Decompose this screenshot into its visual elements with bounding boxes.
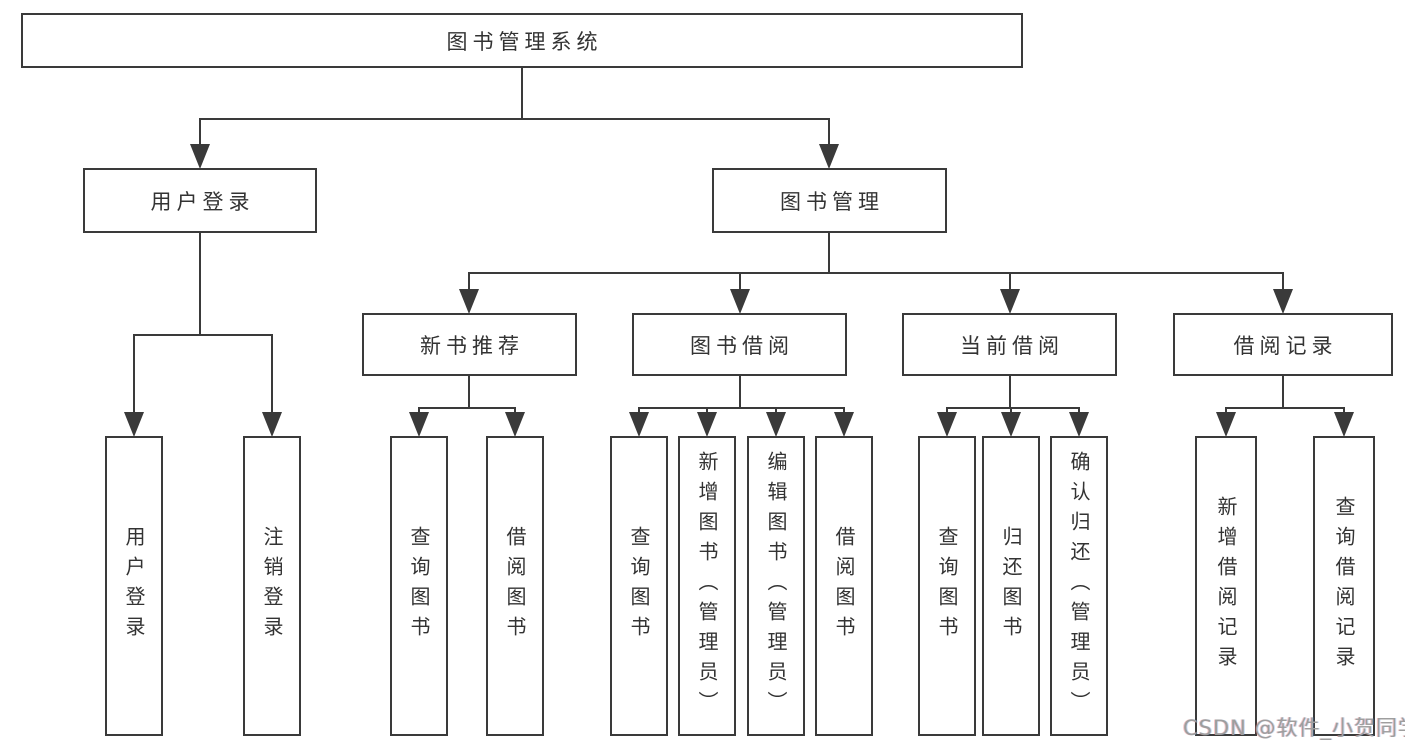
- box-query-borrow-record-label: 查询借阅记录: [1332, 496, 1356, 676]
- connector-line-horizontal: [418, 407, 516, 409]
- connector-line-horizontal: [1225, 407, 1345, 409]
- box-add-borrow-record-label: 新增借阅记录: [1214, 496, 1238, 676]
- box-book-management: 图书管理: [712, 168, 947, 233]
- arrow-down-icon: [697, 412, 717, 437]
- arrow-down-icon: [124, 412, 144, 437]
- box-query-books-current: 查询图书: [918, 436, 976, 736]
- box-new-book-recommend: 新书推荐: [362, 313, 577, 376]
- box-book-management-label: 图书管理: [780, 189, 884, 214]
- arrow-down-icon: [459, 289, 479, 314]
- connector-line-vertical: [271, 335, 273, 432]
- connector-line-horizontal: [468, 272, 1284, 274]
- connector-line-horizontal: [199, 118, 830, 120]
- box-query-books-borrow: 查询图书: [610, 436, 668, 736]
- box-return-book: 归还图书: [982, 436, 1040, 736]
- arrow-down-icon: [1069, 412, 1089, 437]
- box-book-borrow: 图书借阅: [632, 313, 847, 376]
- arrow-down-icon: [730, 289, 750, 314]
- box-confirm-return-admin: 确认归还（管理员）: [1050, 436, 1108, 736]
- watermark: CSDN @软件_小贺同学: [1183, 716, 1405, 740]
- box-add-book-admin-label: 新增图书（管理员）: [695, 451, 719, 721]
- connector-line-vertical: [828, 233, 830, 273]
- connector-line-horizontal: [638, 407, 845, 409]
- arrow-down-icon: [1001, 412, 1021, 437]
- box-book-borrow-label: 图书借阅: [690, 333, 794, 358]
- arrow-down-icon: [262, 412, 282, 437]
- arrow-down-icon: [1273, 289, 1293, 314]
- box-system-root: 图书管理系统: [21, 13, 1023, 68]
- connector-line-horizontal: [133, 334, 273, 336]
- box-add-borrow-record: 新增借阅记录: [1195, 436, 1257, 736]
- box-user-login-label: 用户登录: [150, 189, 255, 214]
- box-system-root-label: 图书管理系统: [446, 29, 603, 54]
- connector-line-vertical: [1009, 376, 1011, 408]
- connector-line-vertical: [521, 68, 523, 119]
- arrow-down-icon: [937, 412, 957, 437]
- connector-line-vertical: [199, 119, 201, 164]
- box-borrow-records: 借阅记录: [1173, 313, 1393, 376]
- box-borrow-books-recommend-label: 借阅图书: [503, 526, 527, 646]
- box-query-books-current-label: 查询图书: [935, 526, 959, 646]
- connector-line-vertical: [133, 335, 135, 432]
- arrow-down-icon: [409, 412, 429, 437]
- arrow-down-icon: [766, 412, 786, 437]
- arrow-down-icon: [1334, 412, 1354, 437]
- connector-line-vertical: [199, 233, 201, 335]
- box-user-login-leaf-label: 用户登录: [122, 526, 146, 646]
- arrow-down-icon: [1216, 412, 1236, 437]
- arrow-down-icon: [834, 412, 854, 437]
- arrow-down-icon: [629, 412, 649, 437]
- connector-line-vertical: [1282, 376, 1284, 408]
- box-user-login: 用户登录: [83, 168, 317, 233]
- box-add-book-admin: 新增图书（管理员）: [678, 436, 736, 736]
- box-query-books-borrow-label: 查询图书: [627, 526, 651, 646]
- box-logout-leaf: 注销登录: [243, 436, 301, 736]
- box-edit-book-admin-label: 编辑图书（管理员）: [764, 451, 788, 721]
- box-edit-book-admin: 编辑图书（管理员）: [747, 436, 805, 736]
- arrow-down-icon: [190, 144, 210, 169]
- box-new-book-recommend-label: 新书推荐: [420, 333, 524, 358]
- box-borrow-books-leaf-label: 借阅图书: [832, 526, 856, 646]
- box-logout-leaf-label: 注销登录: [260, 526, 284, 646]
- box-current-borrow: 当前借阅: [902, 313, 1117, 376]
- arrow-down-icon: [819, 144, 839, 169]
- connector-line-vertical: [739, 376, 741, 408]
- box-query-books-recommend-label: 查询图书: [407, 526, 431, 646]
- box-borrow-books-recommend: 借阅图书: [486, 436, 544, 736]
- box-return-book-label: 归还图书: [999, 526, 1023, 646]
- arrow-down-icon: [505, 412, 525, 437]
- box-confirm-return-admin-label: 确认归还（管理员）: [1067, 451, 1091, 721]
- box-borrow-records-label: 借阅记录: [1233, 333, 1338, 358]
- connector-line-vertical: [468, 376, 470, 408]
- box-current-borrow-label: 当前借阅: [960, 333, 1064, 358]
- box-query-books-recommend: 查询图书: [390, 436, 448, 736]
- arrow-down-icon: [1000, 289, 1020, 314]
- box-user-login-leaf: 用户登录: [105, 436, 163, 736]
- connector-line-horizontal: [946, 407, 1080, 409]
- connector-line-vertical: [828, 119, 830, 164]
- box-borrow-books-leaf: 借阅图书: [815, 436, 873, 736]
- box-query-borrow-record: 查询借阅记录: [1313, 436, 1375, 736]
